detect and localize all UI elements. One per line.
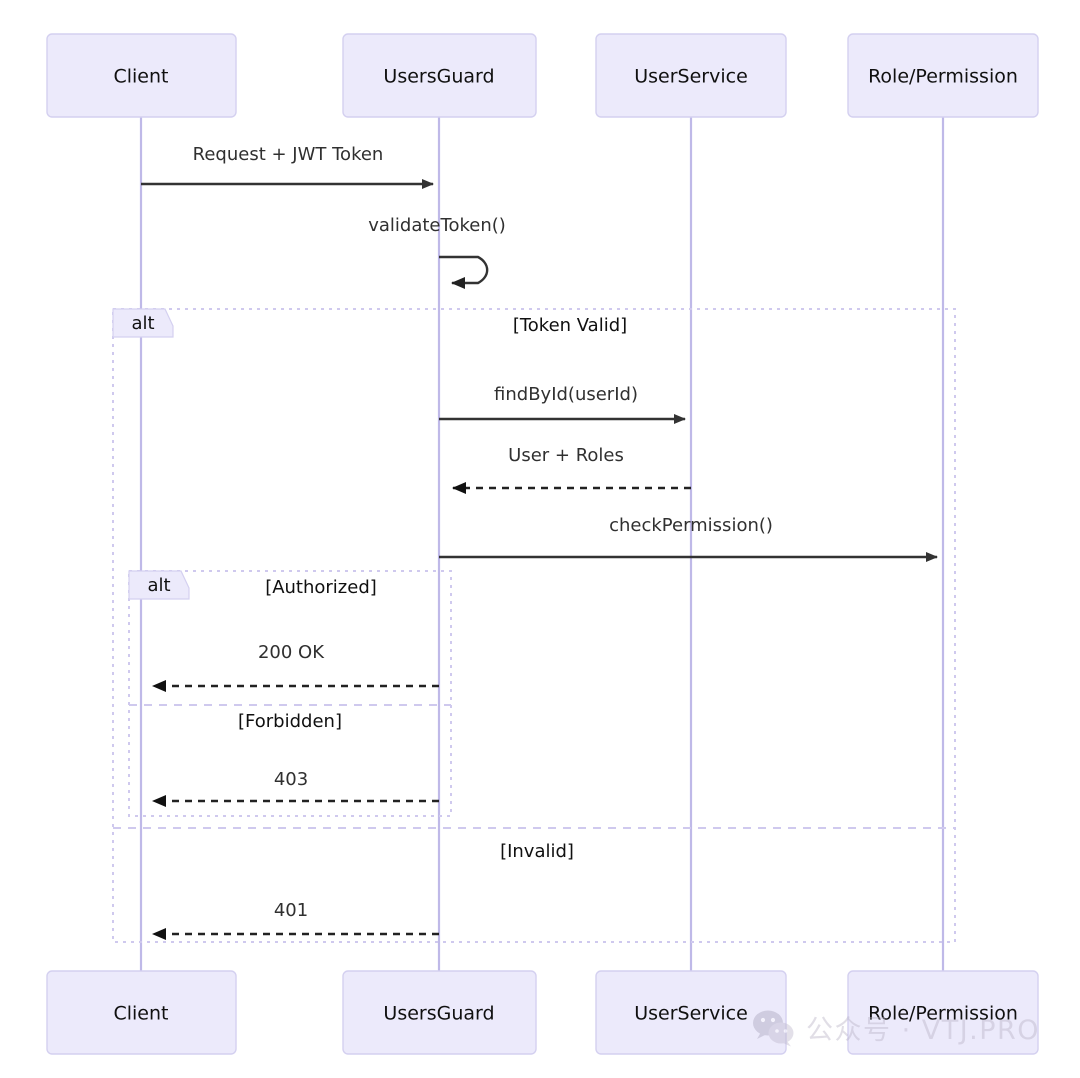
participant-bottom-client[interactable]: Client	[46, 970, 237, 1055]
participant-label-client-top: Client	[113, 66, 168, 88]
participant-label-client-bottom: Client	[113, 1003, 168, 1025]
message-validate-token: validateToken()	[368, 215, 506, 289]
fragment-outer-alt-border	[112, 308, 956, 943]
fragment-inner-alt-border	[128, 570, 452, 817]
message-401: 401	[152, 900, 439, 940]
participant-label-rolepermission-bottom: Role/Permission	[868, 1003, 1018, 1025]
message-200-ok: 200 OK	[152, 642, 439, 692]
participant-box-rolepermission-top[interactable]	[847, 33, 1039, 118]
participant-box-userservice-top[interactable]	[595, 33, 787, 118]
message-user-roles: User + Roles	[452, 445, 691, 494]
participant-bottom-rolepermission[interactable]: Role/Permission	[847, 970, 1039, 1055]
message-findbyid: findById(userId)	[439, 384, 686, 424]
participant-label-rolepermission-top: Role/Permission	[868, 66, 1018, 88]
participant-box-usersguard-bottom[interactable]	[342, 970, 537, 1055]
fragment-outer-alt-keyword: alt	[131, 313, 154, 334]
fragment-inner-alt: alt [Authorized] [Forbidden]	[128, 570, 452, 817]
participant-bottom-usersguard[interactable]: UsersGuard	[342, 970, 537, 1055]
message-label-403: 403	[274, 769, 308, 790]
message-label-401: 401	[274, 900, 308, 921]
message-label-request-jwt-token: Request + JWT Token	[193, 144, 384, 165]
message-label-check-permission: checkPermission()	[609, 515, 773, 536]
fragment-inner-alt-tab	[128, 570, 190, 600]
participant-top-rolepermission[interactable]: Role/Permission	[847, 33, 1039, 118]
message-label-user-roles: User + Roles	[508, 445, 624, 466]
participant-box-client-bottom[interactable]	[46, 970, 237, 1055]
message-label-validate-token: validateToken()	[368, 215, 506, 236]
participant-label-userservice-bottom: UserService	[634, 1003, 748, 1025]
fragment-inner-alt-keyword: alt	[147, 575, 170, 596]
message-label-findbyid: findById(userId)	[494, 384, 638, 405]
participant-box-usersguard-top[interactable]	[342, 33, 537, 118]
participant-label-userservice-top: UserService	[634, 66, 748, 88]
participant-top-usersguard[interactable]: UsersGuard	[342, 33, 537, 118]
fragment-outer-alt: alt [Token Valid] [Invalid]	[112, 308, 956, 943]
message-request-jwt-token: Request + JWT Token	[141, 144, 434, 189]
fragment-inner-alt-condition-0: [Authorized]	[265, 577, 377, 598]
fragment-outer-alt-condition-0: [Token Valid]	[513, 315, 627, 336]
message-check-permission: checkPermission()	[439, 515, 938, 562]
participant-box-client-top[interactable]	[46, 33, 237, 118]
participant-box-rolepermission-bottom[interactable]	[847, 970, 1039, 1055]
participant-box-userservice-bottom[interactable]	[595, 970, 787, 1055]
lifelines	[139, 117, 945, 973]
message-label-200-ok: 200 OK	[258, 642, 325, 663]
message-arrow-validate-token-selfloop	[439, 255, 489, 289]
participant-top-client[interactable]: Client	[46, 33, 237, 118]
participant-bottom-userservice[interactable]: UserService	[595, 970, 787, 1055]
participant-label-usersguard-bottom: UsersGuard	[383, 1003, 494, 1025]
fragment-outer-alt-condition-1: [Invalid]	[500, 841, 574, 862]
participant-top-userservice[interactable]: UserService	[595, 33, 787, 118]
message-403: 403	[152, 769, 439, 807]
fragment-inner-alt-condition-1: [Forbidden]	[238, 711, 342, 732]
participant-label-usersguard-top: UsersGuard	[383, 66, 494, 88]
fragment-outer-alt-tab	[112, 308, 174, 338]
